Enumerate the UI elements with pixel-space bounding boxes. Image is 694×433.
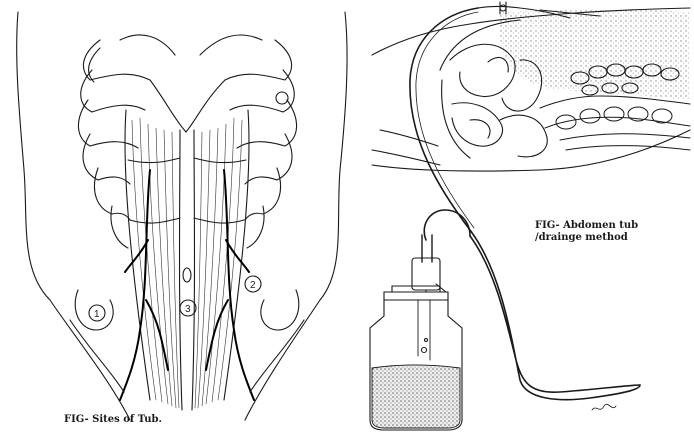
caption-sites-of-tub: FIG- Sites of Tub. [64, 414, 162, 426]
site-label-2: 2 [250, 280, 256, 291]
abdomen-section-diagram [370, 2, 690, 430]
caption-abdomen-drainage: FIG- Abdomen tub /drainge method [535, 220, 638, 244]
site-label-1: 1 [94, 309, 100, 320]
caption-line-2: /drainge method [535, 232, 638, 244]
caption-line-1: FIG- Abdomen tub [535, 220, 638, 232]
torso-diagram [17, 12, 347, 420]
site-label-3: 3 [185, 304, 191, 315]
